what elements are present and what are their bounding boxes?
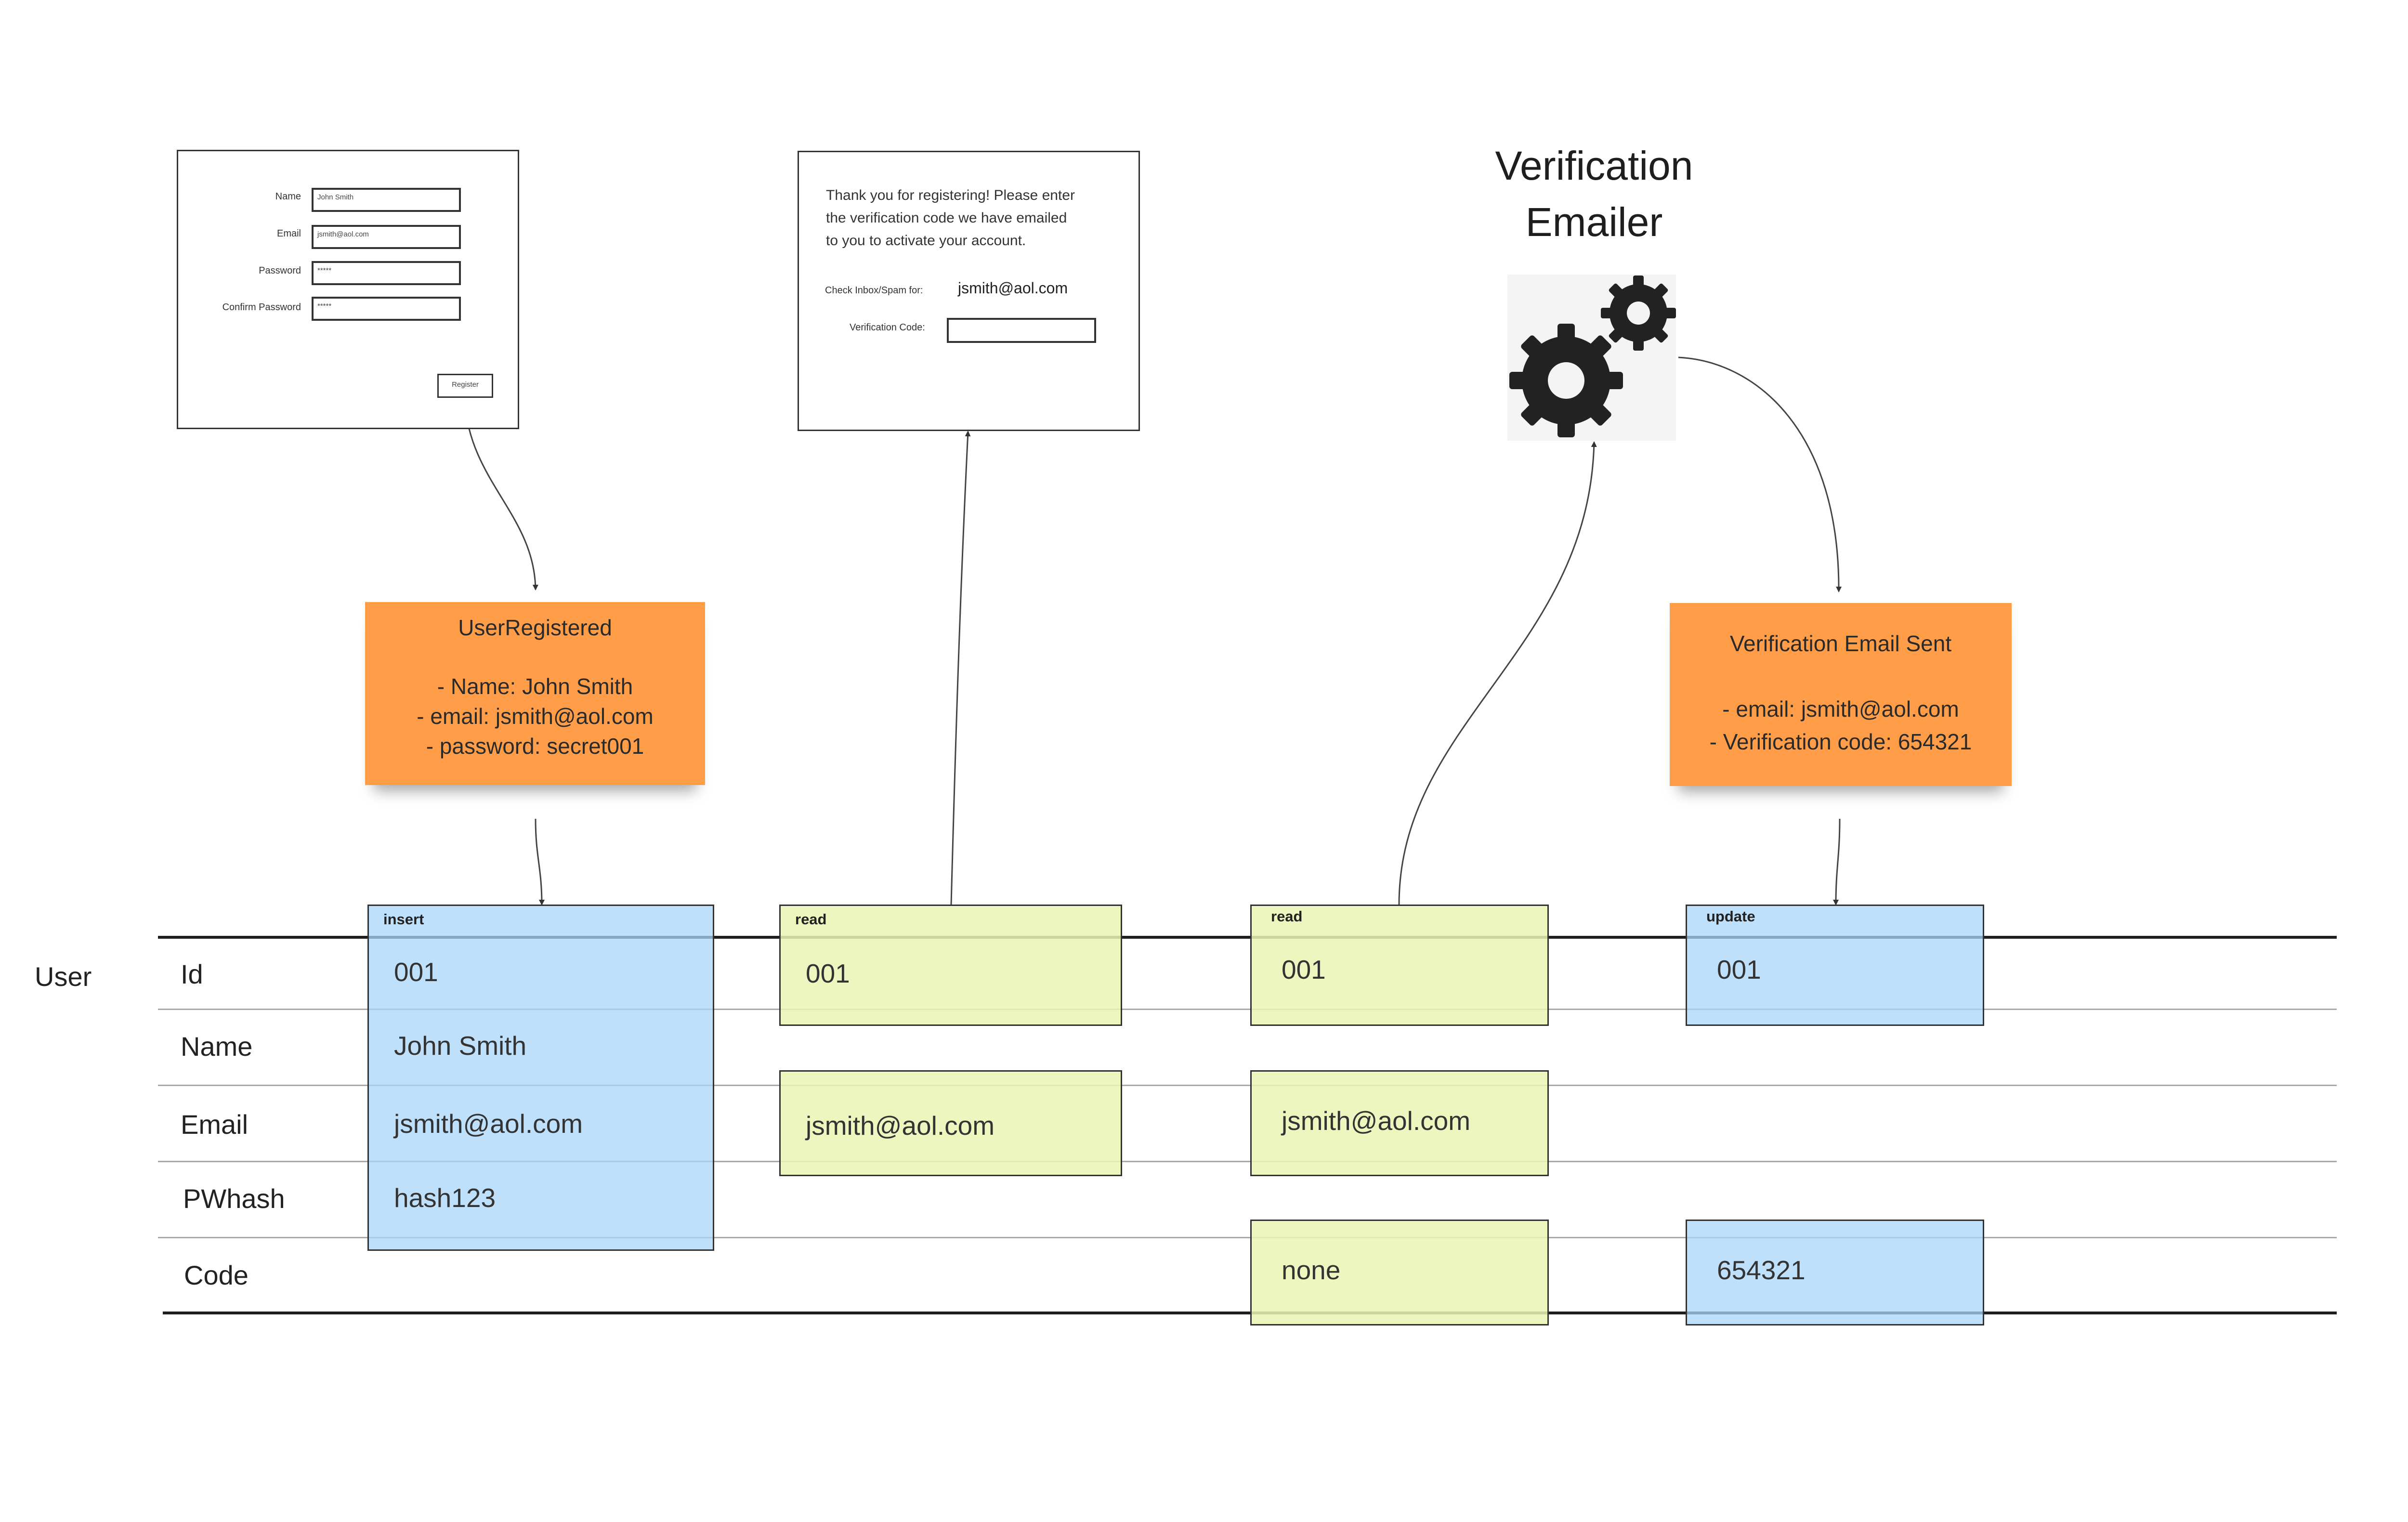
table-row-divider xyxy=(158,1085,2337,1086)
gears-icon xyxy=(1507,270,1681,443)
cell-email: jsmith@aol.com xyxy=(1282,1106,1471,1136)
service-title-line: Emailer xyxy=(1525,199,1663,245)
verification-message-line: the verification code we have emailed xyxy=(826,210,1067,226)
column-operation: insert xyxy=(383,911,424,928)
password-field[interactable]: ***** xyxy=(312,261,461,285)
event-line: - email: jsmith@aol.com xyxy=(417,704,654,729)
read-column-email: jsmith@aol.com xyxy=(779,1070,1122,1176)
confirm-password-field[interactable]: ***** xyxy=(312,297,461,321)
event-title: Verification Email Sent xyxy=(1729,631,1952,656)
column-operation: read xyxy=(795,911,827,928)
user-registered-event: UserRegistered - Name: John Smith - emai… xyxy=(365,602,705,785)
event-line: - email: jsmith@aol.com xyxy=(1722,696,1959,722)
cell-code: none xyxy=(1282,1255,1341,1285)
verification-message-line: Thank you for registering! Please enter xyxy=(826,187,1075,203)
arrow-register-to-event xyxy=(464,400,538,590)
cell-id: 001 xyxy=(394,957,438,987)
email-field[interactable]: jsmith@aol.com xyxy=(312,225,461,249)
read-column-id: read 001 xyxy=(779,905,1122,1026)
arrow-read-to-screen xyxy=(950,431,971,905)
service-title: Verification Emailer xyxy=(1450,138,1739,250)
row-label-id: Id xyxy=(181,959,203,989)
check-inbox-label: Check Inbox/Spam for: xyxy=(825,285,923,296)
table-bottom-line xyxy=(163,1312,2337,1314)
event-line: - password: secret001 xyxy=(426,734,644,759)
check-inbox-value: jsmith@aol.com xyxy=(958,279,1068,297)
insert-column: insert 001 John Smith jsmith@aol.com has… xyxy=(367,905,714,1251)
cell-id: 001 xyxy=(1717,955,1761,984)
cell-email: jsmith@aol.com xyxy=(806,1111,995,1141)
table-row-divider xyxy=(158,1237,2337,1238)
row-label-code: Code xyxy=(184,1260,249,1290)
password-label: Password xyxy=(259,265,301,276)
event-title: UserRegistered xyxy=(458,615,612,640)
read-column-code: none xyxy=(1250,1220,1549,1325)
register-button[interactable]: Register xyxy=(437,374,493,398)
cell-email: jsmith@aol.com xyxy=(394,1109,583,1139)
email-label: Email xyxy=(276,228,301,239)
table-row-divider xyxy=(158,1009,2337,1010)
verification-email-sent-event: Verification Email Sent - email: jsmith@… xyxy=(1670,603,2012,786)
confirm-password-label: Confirm Password xyxy=(222,302,301,313)
table-top-line xyxy=(158,936,2337,939)
column-operation: read xyxy=(1271,908,1303,925)
row-label-email: Email xyxy=(181,1109,249,1140)
cell-id: 001 xyxy=(806,958,850,988)
name-label: Name xyxy=(275,191,301,202)
cell-code: 654321 xyxy=(1717,1255,1806,1285)
cell-id: 001 xyxy=(1282,955,1326,984)
service-title-line: Verification xyxy=(1495,143,1693,188)
verification-message-line: to you to activate your account. xyxy=(826,233,1026,249)
column-operation: update xyxy=(1706,908,1755,925)
arrow-event-to-update xyxy=(1833,818,1841,905)
cell-name: John Smith xyxy=(394,1031,527,1061)
verification-code-input[interactable] xyxy=(947,318,1096,343)
row-label-pwhash: PWhash xyxy=(183,1183,285,1214)
update-column-code: 654321 xyxy=(1686,1220,1984,1325)
verification-message: Thank you for registering! Please enter … xyxy=(826,184,1134,252)
name-field[interactable]: John Smith xyxy=(312,188,461,212)
cell-pwhash: hash123 xyxy=(394,1183,496,1213)
arrow-read-to-emailer xyxy=(1398,441,1597,905)
read-column-email: jsmith@aol.com xyxy=(1250,1070,1549,1176)
table-row-divider xyxy=(158,1161,2337,1162)
entity-label: User xyxy=(35,961,92,992)
verification-screen: Thank you for registering! Please enter … xyxy=(798,151,1140,431)
registration-form-screen: Name John Smith Email jsmith@aol.com Pas… xyxy=(177,150,519,429)
arrow-event-to-insert xyxy=(535,818,545,905)
update-column-id: update 001 xyxy=(1686,905,1984,1026)
arrow-emailer-to-event xyxy=(1678,356,1842,592)
read-column-id: read 001 xyxy=(1250,905,1549,1026)
event-line: - Verification code: 654321 xyxy=(1709,729,1972,754)
row-label-name: Name xyxy=(181,1031,253,1062)
event-line: - Name: John Smith xyxy=(437,674,633,699)
verification-code-label: Verification Code: xyxy=(850,322,925,333)
